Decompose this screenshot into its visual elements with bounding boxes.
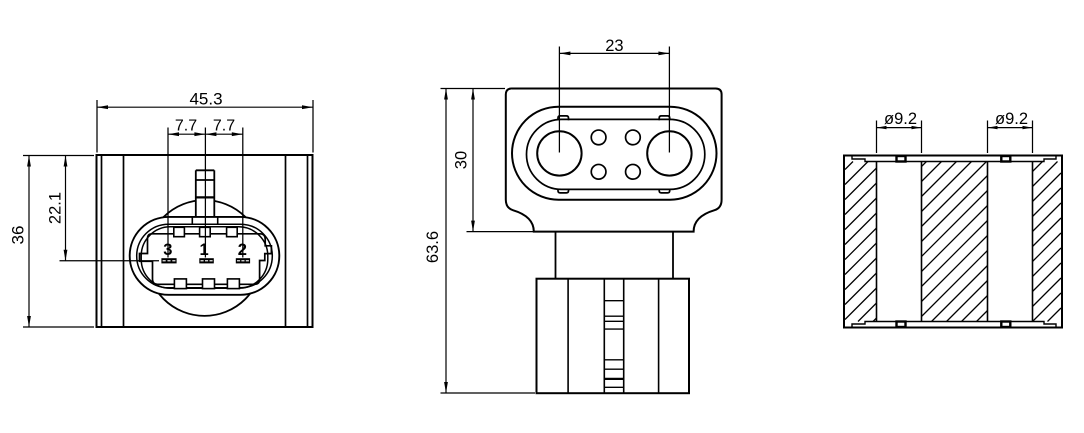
svg-text:ø9.2: ø9.2 bbox=[995, 110, 1028, 128]
svg-text:7.7: 7.7 bbox=[175, 118, 197, 135]
svg-text:23: 23 bbox=[605, 37, 623, 55]
svg-text:1: 1 bbox=[200, 241, 209, 259]
svg-text:7.7: 7.7 bbox=[213, 118, 235, 135]
svg-text:36: 36 bbox=[9, 226, 28, 245]
svg-text:30: 30 bbox=[453, 151, 471, 169]
svg-text:ø9.2: ø9.2 bbox=[884, 110, 917, 128]
svg-text:63.6: 63.6 bbox=[424, 231, 442, 263]
svg-text:22.1: 22.1 bbox=[47, 192, 65, 224]
svg-text:45.3: 45.3 bbox=[189, 89, 222, 108]
